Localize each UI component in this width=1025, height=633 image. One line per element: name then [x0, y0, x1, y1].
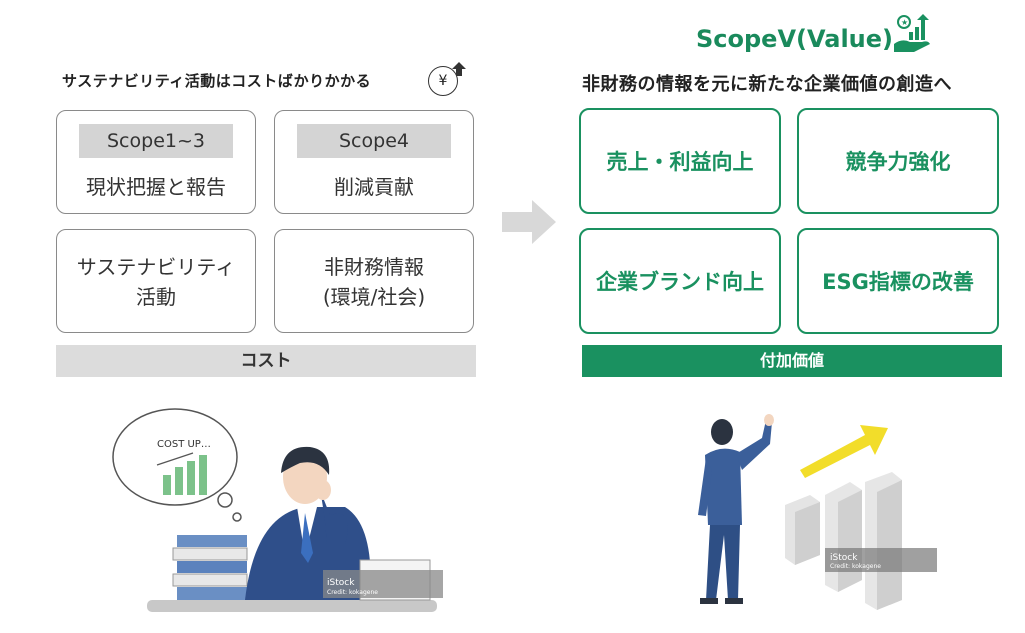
pointing-businessman-illustration: iStock Credit: kokagene	[698, 414, 937, 610]
istock-credit: Credit: kokagene	[327, 589, 378, 596]
istock-credit-right: Credit: kokagene	[830, 563, 881, 570]
card-scope1-3: Scope1~3 現状把握と報告	[56, 110, 256, 214]
card-scope1-3-title: Scope1~3	[79, 124, 233, 158]
istock-watermark: iStock	[327, 578, 355, 588]
card-esg: ESG指標の改善	[797, 228, 999, 334]
file-stack	[172, 535, 248, 600]
card-nonfinancial-line2: (環境/社会)	[322, 285, 426, 309]
right-arrow-icon	[502, 200, 556, 244]
istock-watermark-right: iStock	[830, 553, 858, 563]
value-bar: 付加価値	[582, 345, 1002, 377]
3d-bar-chart	[785, 472, 902, 610]
card-sustainability-line1: サステナビリティ	[76, 255, 236, 279]
card-nonfinancial: 非財務情報 (環境/社会)	[274, 229, 474, 333]
card-nonfinancial-line1: 非財務情報	[324, 255, 424, 279]
cost-bar: コスト	[56, 345, 476, 377]
bar-chart-icon	[163, 455, 207, 495]
card-scope4-desc: 削減貢献	[334, 175, 414, 199]
card-scope4-title: Scope4	[297, 124, 451, 158]
svg-text:★: ★	[901, 18, 908, 27]
right-heading: 非財務の情報を元に新たな企業価値の創造へ	[582, 74, 952, 95]
card-scope4: Scope4 削減貢献	[274, 110, 474, 214]
card-brand: 企業ブランド向上	[579, 228, 781, 334]
card-competitiveness: 競争力強化	[797, 108, 999, 214]
thought-text: COST UP…	[157, 439, 211, 450]
pointing-businessman	[698, 414, 774, 604]
card-sales-profit: 売上・利益向上	[579, 108, 781, 214]
card-sustainability-line2: 活動	[136, 285, 176, 309]
card-scope1-3-desc: 現状把握と報告	[86, 175, 226, 199]
growth-hand-icon: ★	[894, 14, 930, 52]
yellow-arrow-icon	[800, 425, 888, 478]
yen-coin-icon: ¥	[428, 66, 458, 96]
brand-title: ScopeV(Value)	[696, 25, 894, 53]
card-sustainability: サステナビリティ 活動	[56, 229, 256, 333]
up-arrow-icon	[452, 62, 466, 76]
left-heading: サステナビリティ活動はコストばかりかかる	[62, 72, 372, 90]
thought-cloud	[112, 408, 242, 522]
worried-businessman-illustration: COST UP… iStock Credit: kokagene	[112, 408, 443, 612]
